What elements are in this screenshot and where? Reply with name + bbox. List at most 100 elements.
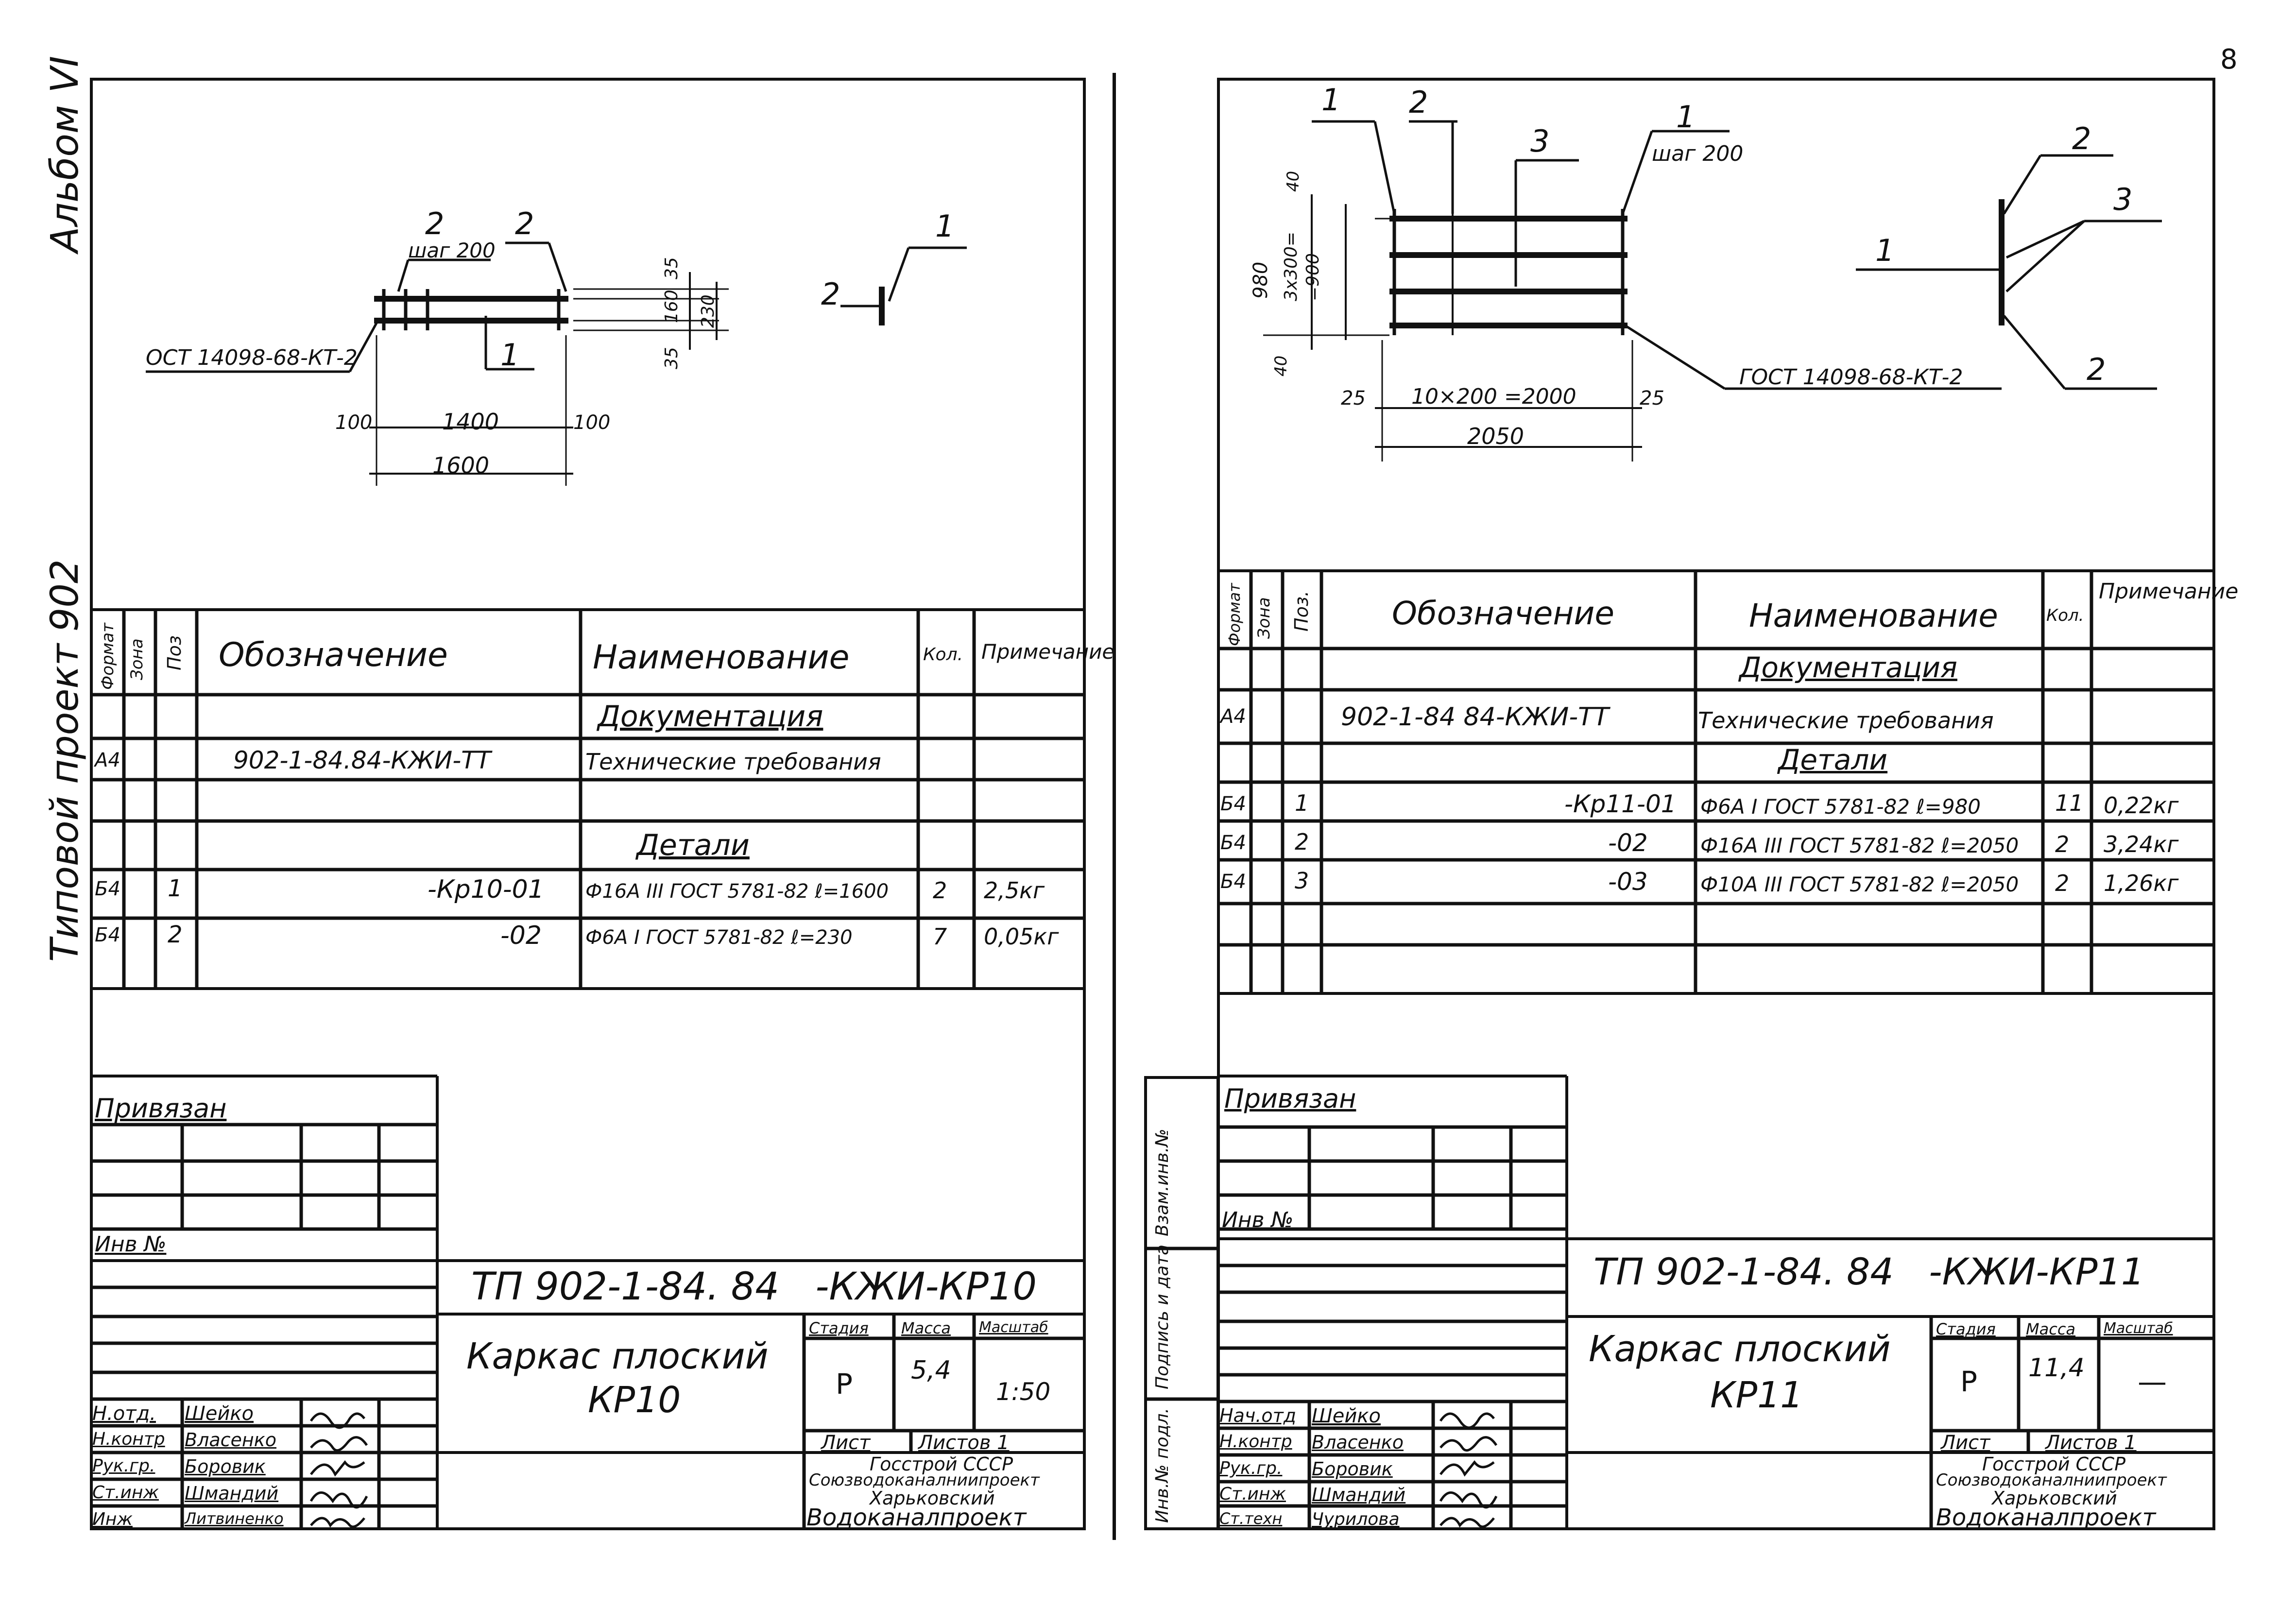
left-row2-qty: 7 bbox=[933, 923, 947, 950]
left-dim-1600: 1600 bbox=[432, 452, 490, 479]
left-name-1: Власенко bbox=[185, 1429, 276, 1451]
left-subtitle: КР10 bbox=[588, 1379, 681, 1421]
right-role-4: Ст.техн bbox=[1219, 1509, 1283, 1528]
left-h-scale: Масштаб bbox=[979, 1319, 1048, 1336]
right-doc-name: Технические требования bbox=[1698, 707, 1994, 734]
right-drawing-code: ТП 902-1-84. 84 -КЖИ-КР11 bbox=[1593, 1250, 2145, 1293]
left-row2-name: Ф6А I ГОСТ 5781-82 ℓ=230 bbox=[585, 926, 853, 949]
right-row1-format: Б4 bbox=[1220, 793, 1246, 815]
right-dim-25b: 25 bbox=[1640, 387, 1664, 410]
left-row2-designation: -02 bbox=[500, 921, 542, 950]
right-sheet-label: Лист bbox=[1941, 1432, 1990, 1454]
right-dim-25a: 25 bbox=[1341, 387, 1366, 410]
left-h-mass: Масса bbox=[901, 1319, 951, 1337]
right-section-parts: Детали bbox=[1778, 743, 1888, 776]
right-callout-3: 3 bbox=[1530, 123, 1550, 159]
right-org4: Водоканалпроект bbox=[1936, 1504, 2156, 1531]
right-role-1: Н.контр bbox=[1219, 1432, 1292, 1452]
left-spacing: шаг 200 bbox=[408, 239, 496, 262]
left-dim-100a: 100 bbox=[335, 411, 373, 434]
right-dim-2050: 2050 bbox=[1467, 423, 1525, 449]
right-row1-designation: -Кр11-01 bbox=[1564, 790, 1677, 818]
left-name-0: Шейко bbox=[185, 1402, 254, 1425]
right-row1-qty: 11 bbox=[2055, 790, 2084, 816]
left-row1-note: 2,5кг bbox=[984, 877, 1045, 904]
left-org2: Союзводоканалниипроект bbox=[809, 1470, 1040, 1490]
right-row1-name: Ф6А I ГОСТ 5781-82 ℓ=980 bbox=[1700, 795, 1981, 819]
right-stage: Р bbox=[1960, 1365, 1977, 1398]
left-dim-100b: 100 bbox=[573, 411, 611, 434]
right-frame bbox=[1217, 78, 2215, 1530]
left-h-designation: Обозначение bbox=[219, 636, 448, 674]
right-role-3: Ст.инж bbox=[1219, 1484, 1286, 1504]
left-role-0: Н.отд. bbox=[92, 1402, 156, 1425]
right-org3: Харьковский bbox=[1992, 1487, 2117, 1509]
left-row1-format: Б4 bbox=[95, 878, 120, 900]
right-h-designation: Обозначение bbox=[1392, 595, 1614, 632]
right-row2-note: 3,24кг bbox=[2104, 831, 2179, 857]
left-row1-name: Ф16А III ГОСТ 5781-82 ℓ=1600 bbox=[585, 880, 889, 903]
right-side-callout-1: 1 bbox=[1875, 233, 1895, 268]
right-side-callout-2a: 2 bbox=[2072, 121, 2091, 156]
left-row1-qty: 2 bbox=[933, 877, 947, 904]
left-h-stage: Стадия bbox=[809, 1319, 869, 1337]
right-row3-name: Ф10А III ГОСТ 5781-82 ℓ=2050 bbox=[1700, 872, 2019, 896]
right-side-callout-3: 3 bbox=[2113, 182, 2133, 217]
right-row3-format: Б4 bbox=[1220, 871, 1246, 893]
right-h-name: Наименование bbox=[1749, 597, 1998, 634]
left-sheet-label: Лист bbox=[821, 1432, 871, 1454]
right-h-scale: Масштаб bbox=[2104, 1320, 2173, 1337]
right-binding-strip bbox=[1144, 1076, 1219, 1530]
left-callout-2a: 2 bbox=[425, 206, 445, 241]
left-h-qty: Кол. bbox=[923, 645, 963, 665]
right-linked: Привязан bbox=[1224, 1083, 1356, 1114]
left-stage: Р bbox=[836, 1368, 853, 1401]
right-name-2: Боровик bbox=[1312, 1458, 1393, 1480]
left-role-1: Н.контр bbox=[92, 1429, 165, 1449]
right-role-0: Нач.отд bbox=[1219, 1405, 1297, 1426]
left-org4: Водоканалпроект bbox=[806, 1504, 1027, 1531]
left-doc-format: А4 bbox=[95, 749, 120, 771]
left-linked: Привязан bbox=[95, 1093, 227, 1124]
right-h-qty: Кол. bbox=[2046, 606, 2084, 625]
right-row1-note: 0,22кг bbox=[2104, 792, 2179, 819]
left-title: Каркас плоский bbox=[466, 1335, 769, 1377]
left-weld-spec: ОСТ 14098-68-КТ-2 bbox=[146, 345, 358, 370]
right-section-docs: Документация bbox=[1739, 651, 1957, 684]
left-role-3: Ст.инж bbox=[92, 1483, 159, 1503]
right-name-0: Шейко bbox=[1312, 1405, 1381, 1427]
right-name-3: Шмандий bbox=[1312, 1484, 1406, 1505]
left-row2-note: 0,05кг bbox=[984, 923, 1059, 950]
right-name-4: Чурилова bbox=[1312, 1509, 1400, 1529]
right-row3-designation: -03 bbox=[1608, 868, 1648, 896]
left-mass: 5,4 bbox=[911, 1356, 951, 1385]
left-side-callout-2: 2 bbox=[821, 276, 840, 312]
left-row2-pos: 2 bbox=[168, 921, 183, 948]
right-sheets-label: Листов 1 bbox=[2045, 1432, 2137, 1454]
right-row3-note: 1,26кг bbox=[2104, 870, 2179, 896]
left-drawing-code: ТП 902-1-84. 84 -КЖИ-КР10 bbox=[471, 1265, 1037, 1309]
left-section-parts: Детали bbox=[636, 828, 750, 862]
right-row2-pos: 2 bbox=[1295, 829, 1309, 855]
right-side-callout-2b: 2 bbox=[2087, 352, 2106, 387]
right-row2-qty: 2 bbox=[2055, 831, 2070, 857]
left-name-4: Литвиненко bbox=[185, 1509, 284, 1528]
right-role-2: Рук.гр. bbox=[1219, 1458, 1283, 1478]
left-name-3: Шмандий bbox=[185, 1483, 279, 1504]
page-number: 8 bbox=[2220, 44, 2238, 75]
right-h-stage: Стадия bbox=[1936, 1320, 1996, 1338]
fold-line bbox=[1113, 73, 1116, 1540]
left-side-callout-1: 1 bbox=[935, 208, 955, 244]
right-scale: — bbox=[2138, 1365, 2167, 1399]
left-h-name: Наименование bbox=[593, 638, 850, 677]
right-row3-pos: 3 bbox=[1295, 868, 1309, 894]
left-org1: Госстрой СССР bbox=[870, 1453, 1013, 1475]
left-sheets-label: Листов 1 bbox=[918, 1432, 1010, 1454]
left-row2-format: Б4 bbox=[95, 924, 120, 946]
left-frame bbox=[90, 78, 1086, 1530]
right-mass: 11,4 bbox=[2028, 1353, 2085, 1383]
